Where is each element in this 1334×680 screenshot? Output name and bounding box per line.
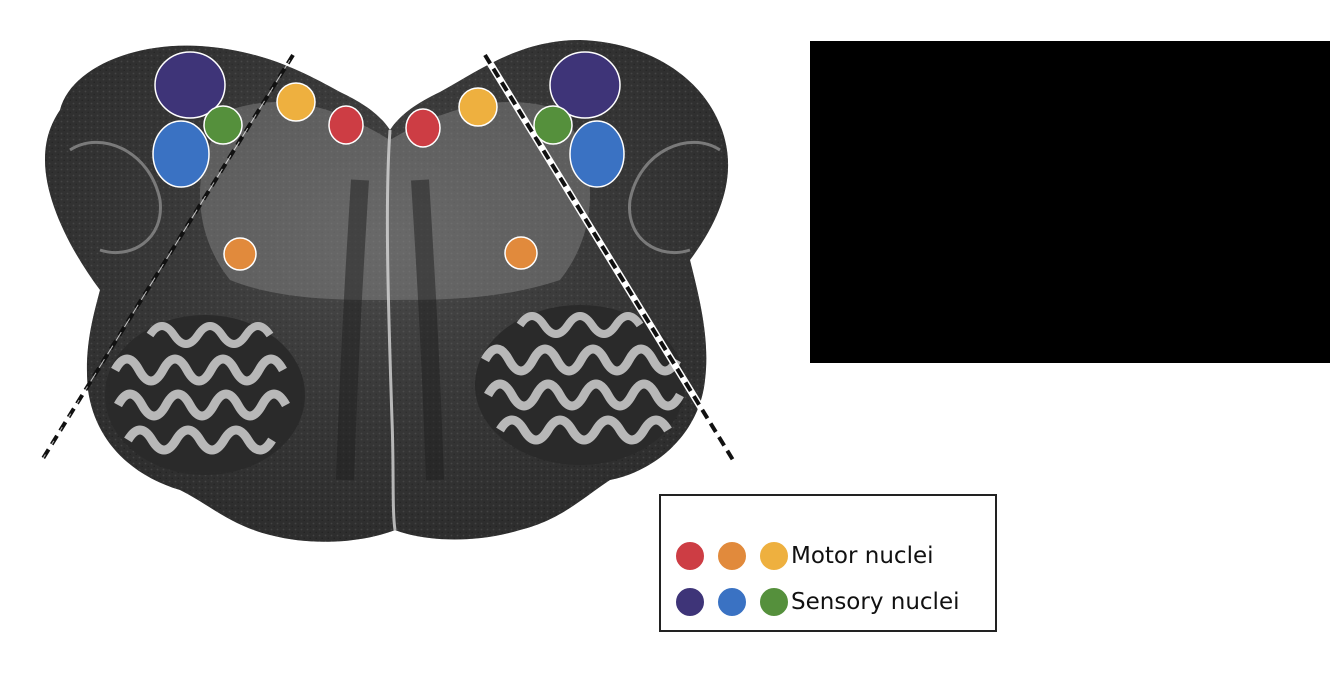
left-orange-motor-nucleus — [223, 237, 257, 271]
right-green-sensory-nucleus — [533, 105, 573, 145]
midline-fissure — [385, 129, 397, 531]
central-light-region — [200, 101, 590, 300]
left-blue-sensory-nucleus — [152, 120, 210, 188]
legend-row-sensory: Sensory nuclei — [675, 584, 960, 620]
tissue-section — [45, 40, 729, 542]
black-redaction-panel — [810, 41, 1330, 363]
left-green-sensory-nucleus — [203, 105, 243, 145]
left-cerebellar-folia — [105, 315, 305, 475]
red-nucleus-dot-icon — [675, 541, 705, 571]
right-yellow-motor-nucleus — [458, 87, 498, 127]
yellow-nucleus-dot-icon — [759, 541, 789, 571]
right-dashed-boundary-line — [482, 53, 736, 462]
green-nucleus-dot-icon — [759, 587, 789, 617]
right-blue-sensory-nucleus — [569, 120, 625, 188]
right-purple-sensory-nucleus — [549, 51, 621, 119]
left-purple-sensory-nucleus — [154, 51, 226, 119]
legend-label-sensory: Sensory nuclei — [791, 589, 960, 615]
right-cerebellar-folia — [475, 305, 685, 465]
right-red-motor-nucleus — [405, 108, 441, 148]
left-red-motor-nucleus — [328, 105, 364, 145]
right-orange-motor-nucleus — [504, 236, 538, 270]
nuclei-markers — [152, 51, 625, 271]
left-yellow-motor-nucleus — [276, 82, 316, 122]
blue-nucleus-dot-icon — [717, 587, 747, 617]
orange-nucleus-dot-icon — [717, 541, 747, 571]
legend-label-motor: Motor nuclei — [791, 543, 934, 569]
legend: Motor nuclei Sensory nuclei — [659, 494, 997, 632]
purple-nucleus-dot-icon — [675, 587, 705, 617]
legend-row-motor: Motor nuclei — [675, 538, 934, 574]
